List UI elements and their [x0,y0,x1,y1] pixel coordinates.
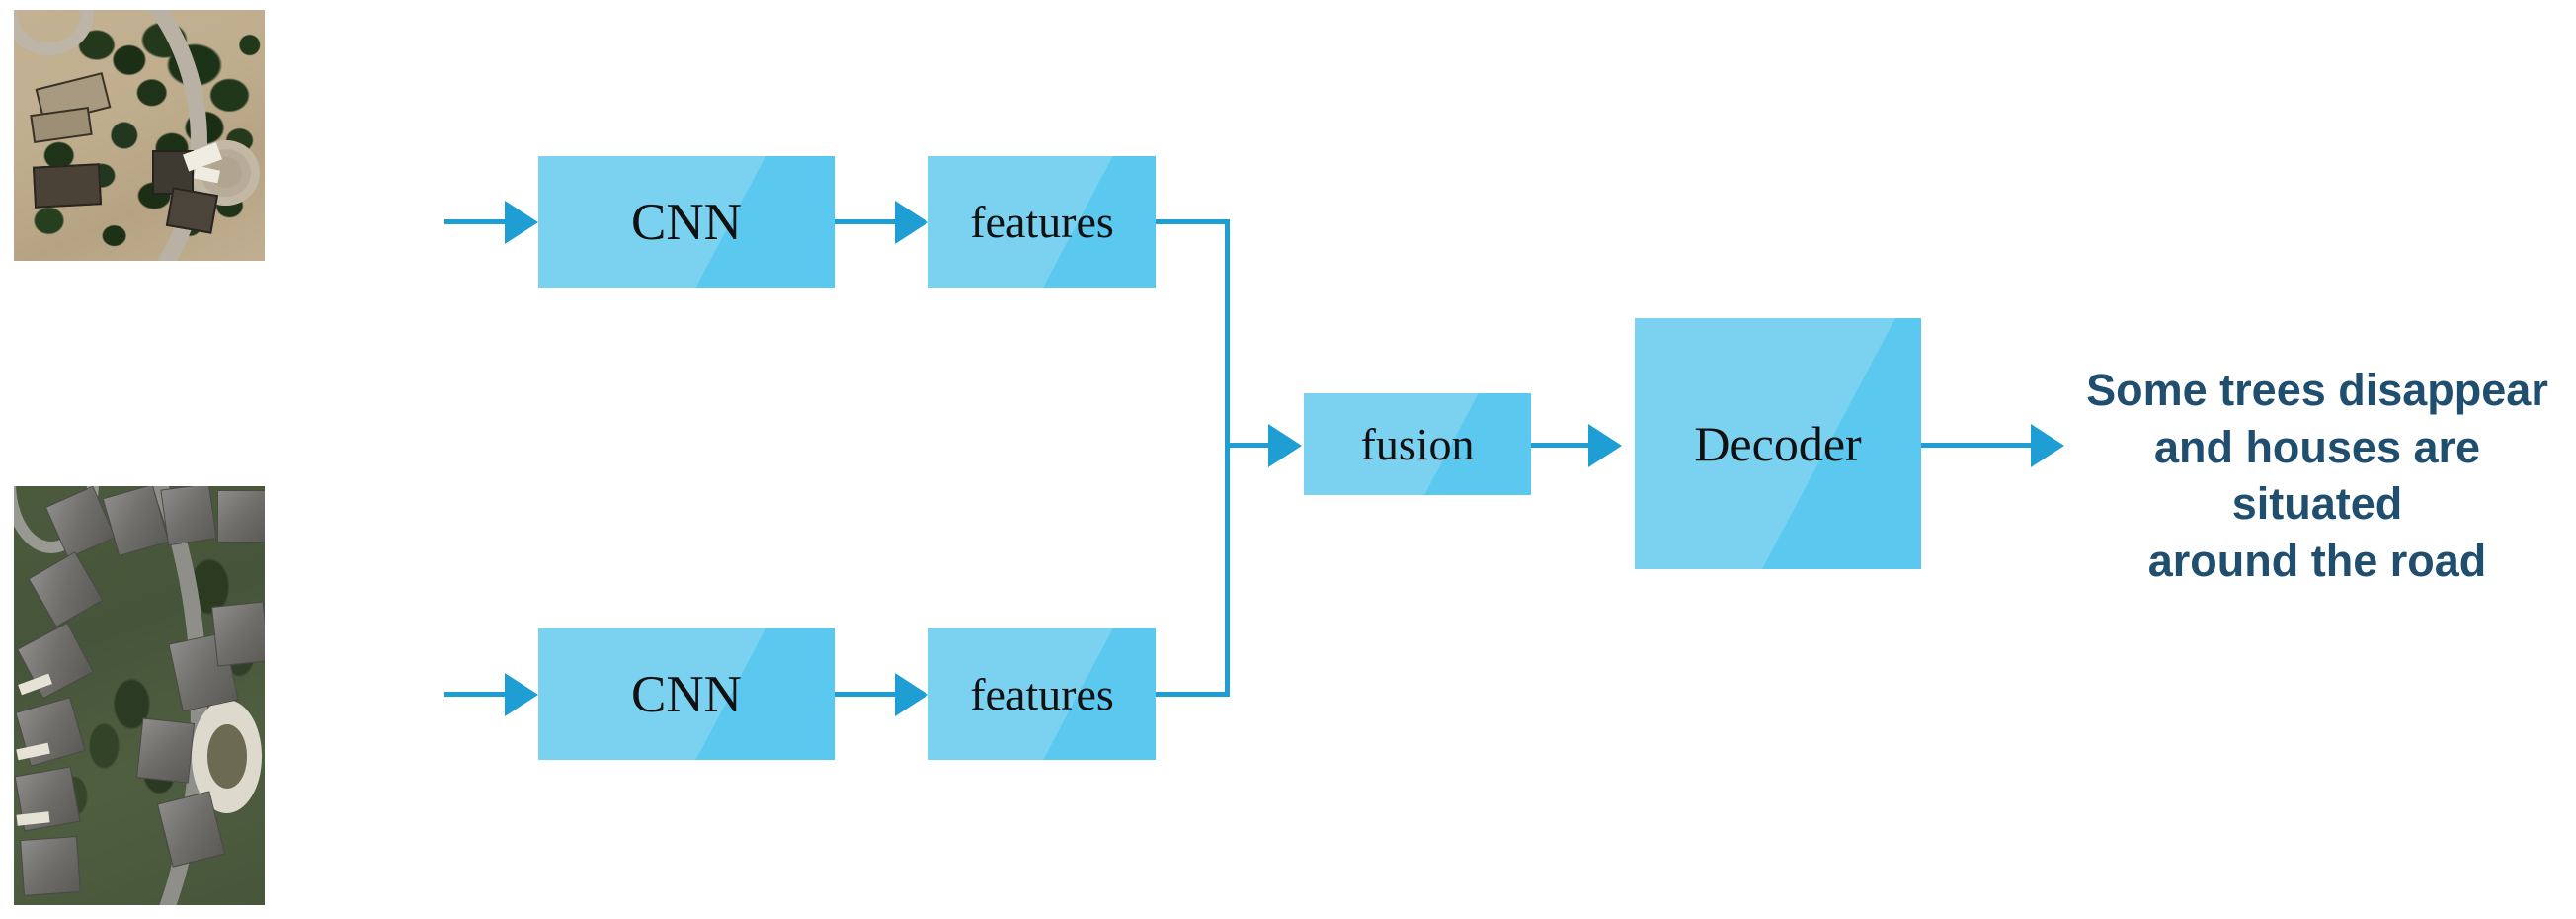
node-cnn-bottom[interactable]: CNN [538,628,835,760]
node-cnn-top[interactable]: CNN [538,156,835,288]
output-caption-line: and houses are situated [2153,421,2481,530]
before-image-building [166,187,219,234]
after-image-house-roof [216,490,265,543]
arrowhead-bracket-to-fusion [1268,424,1302,467]
edge-bracket-to-fusion [1225,443,1272,448]
edge-cnn-to-features-top [835,219,899,224]
after-image [14,486,265,905]
node-features-top-label: features [970,197,1114,247]
arrowhead-cnn-to-features-bottom [895,673,928,716]
output-caption-line: around the road [2147,535,2487,586]
node-features-bottom[interactable]: features [928,628,1156,760]
edge-fusion-to-decoder [1531,443,1590,448]
node-cnn-bottom-label: CNN [631,665,742,723]
node-fusion[interactable]: fusion [1304,393,1531,495]
node-fusion-label: fusion [1360,419,1475,469]
edge-decoder-to-caption [1921,443,2035,448]
after-image-house-roof [211,601,265,667]
before-image-building [33,163,102,209]
after-image-house-roof [19,836,81,897]
node-features-bottom-label: features [970,669,1114,719]
edge-features-bottom-to-bracket [1156,692,1230,697]
arrowhead-fusion-to-decoder [1588,424,1622,467]
edge-before-image-to-cnn [444,219,509,224]
arrowhead-after-image-to-cnn [505,673,538,716]
edge-after-image-to-cnn [444,692,509,697]
output-caption-line: Some trees disappear [2086,365,2548,415]
after-image-house-roof [135,717,195,785]
edge-features-top-to-bracket [1156,219,1230,224]
before-image [14,10,265,261]
arrowhead-decoder-to-caption [2031,424,2064,467]
output-caption: Some trees disappear and houses are situ… [2074,362,2560,589]
merge-bracket-vertical [1225,219,1230,697]
edge-cnn-to-features-bottom [835,692,899,697]
node-decoder[interactable]: Decoder [1635,318,1921,569]
node-features-top[interactable]: features [928,156,1156,288]
arrowhead-before-image-to-cnn [505,201,538,244]
node-cnn-top-label: CNN [631,193,742,251]
arrowhead-cnn-to-features-top [895,201,928,244]
after-image-house-roof [160,486,218,546]
node-decoder-label: Decoder [1694,416,1862,471]
